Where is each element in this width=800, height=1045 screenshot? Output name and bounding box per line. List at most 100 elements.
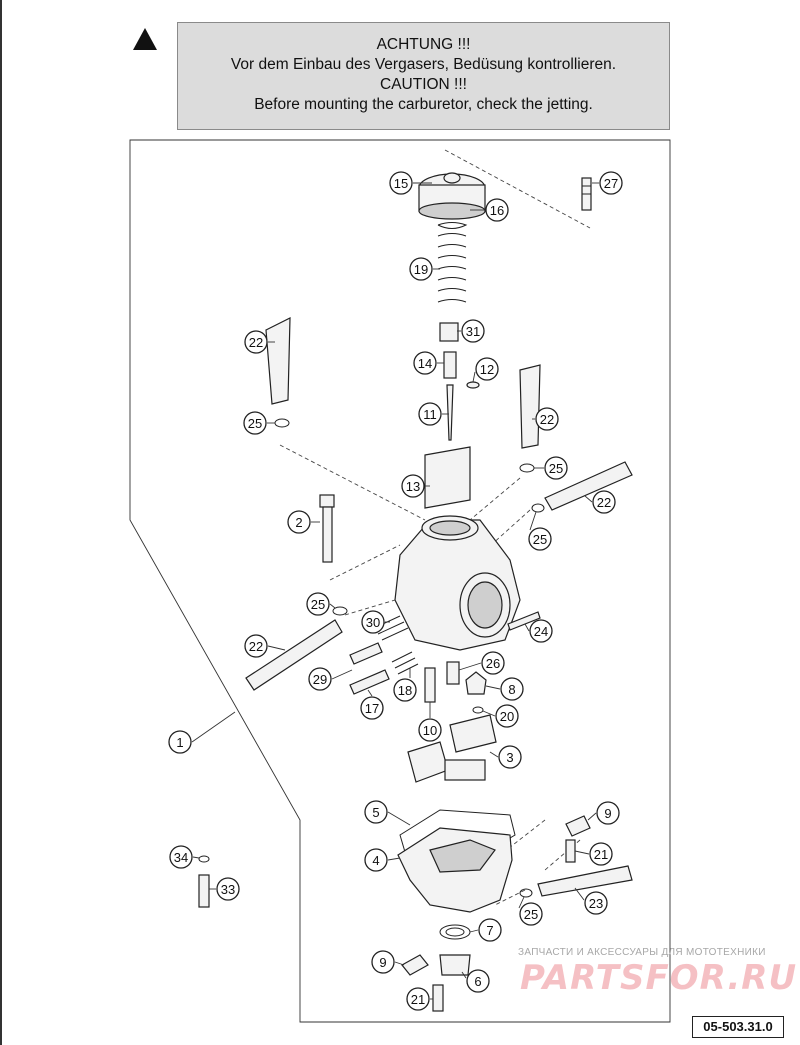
callout-leader-lines [191,182,599,1000]
callout-26: 26 [481,651,505,675]
callout-25: 25 [528,527,552,551]
callout-17: 17 [360,696,384,720]
callout-circle [418,402,442,426]
callout-number: 18 [398,683,412,698]
carburetor-body [394,515,521,651]
caution-line-en-title: CAUTION !!! [380,76,467,93]
callout-circle [244,634,268,658]
callout-circle [528,527,552,551]
callout-number: 25 [524,907,538,922]
callout-number: 5 [372,805,379,820]
callout-22: 22 [535,407,559,431]
callout-number: 24 [534,624,548,639]
callout-number: 9 [379,955,386,970]
callout-circle [243,411,267,435]
callout-circle [371,950,395,974]
callout-number: 4 [372,853,379,868]
air-screw [319,494,335,563]
callout-circle [544,456,568,480]
caution-line-de-text: Vor dem Einbau des Vergasers, Bedüsung k… [230,56,617,73]
callout-10: 10 [418,718,442,742]
callout-circle [306,592,330,616]
callout-circle [361,610,385,634]
callout-29: 29 [308,667,332,691]
vent-hoses [245,317,633,897]
callout-27: 27 [599,171,623,195]
carburetor-top-cap [418,172,486,220]
callout-34: 34 [169,845,193,869]
callout-2: 2 [287,510,311,534]
callout-number: 27 [604,176,618,191]
callout-number: 21 [594,847,608,862]
callout-25: 25 [519,902,543,926]
callout-circle [599,171,623,195]
callout-11: 11 [418,402,442,426]
callout-circle [584,891,608,915]
caution-line-de-title: ACHTUNG !!! [376,36,471,53]
callout-22: 22 [244,634,268,658]
warning-triangle-icon [133,28,157,50]
callout-number: 25 [248,416,262,431]
callout-circle [500,677,524,701]
cap-screw-27 [581,177,592,211]
callout-circle [592,490,616,514]
callout-number: 22 [249,335,263,350]
callout-6: 6 [466,969,490,993]
callout-number: 33 [221,882,235,897]
throttle-slide [424,446,471,509]
callout-number: 20 [500,709,514,724]
watermark-tagline: ЗАПЧАСТИ И АКСЕССУАРЫ ДЛЯ МОТОТЕХНИКИ [518,947,766,958]
callout-number: 22 [597,495,611,510]
callout-circle [481,651,505,675]
callout-circle [475,357,499,381]
callout-circle [168,730,192,754]
jets-and-screws [349,611,541,714]
callout-circle [466,969,490,993]
callout-14: 14 [413,351,437,375]
callout-number: 22 [249,639,263,654]
callout-30: 30 [361,610,385,634]
callout-number: 8 [508,682,515,697]
throttle-spring [437,222,468,303]
callout-circle [413,351,437,375]
callout-circle [360,696,384,720]
callout-number: 12 [480,362,494,377]
callout-number: 3 [506,750,513,765]
callout-number: 25 [311,597,325,612]
callout-number: 22 [540,412,554,427]
drain-plug-parts [401,815,591,1012]
callout-22: 22 [244,330,268,354]
callout-number: 7 [486,923,493,938]
callout-circle [287,510,311,534]
callout-number: 34 [174,850,188,865]
callout-20: 20 [495,704,519,728]
hose-clips [274,418,545,898]
callout-circle [535,407,559,431]
callout-5: 5 [364,800,388,824]
callout-circle [478,918,502,942]
callout-number: 1 [176,735,183,750]
callout-33: 33 [216,877,240,901]
loose-parts-33-34 [198,855,210,908]
callout-number: 19 [414,262,428,277]
callout-15: 15 [389,171,413,195]
callout-number: 16 [490,203,504,218]
callout-number: 10 [423,723,437,738]
callout-22: 22 [592,490,616,514]
float-bowl [397,809,516,913]
callout-number: 9 [604,806,611,821]
callout-circle [498,745,522,769]
callout-23: 23 [584,891,608,915]
callout-number: 14 [418,356,432,371]
callout-19: 19 [409,257,433,281]
callout-circle [461,319,485,343]
callout-circle [409,257,433,281]
callout-circle [216,877,240,901]
callout-number: 29 [313,672,327,687]
callout-circle [596,801,620,825]
callout-number: 30 [366,615,380,630]
callout-number: 11 [423,407,437,422]
callout-16: 16 [485,198,509,222]
callout-number: 2 [295,515,302,530]
